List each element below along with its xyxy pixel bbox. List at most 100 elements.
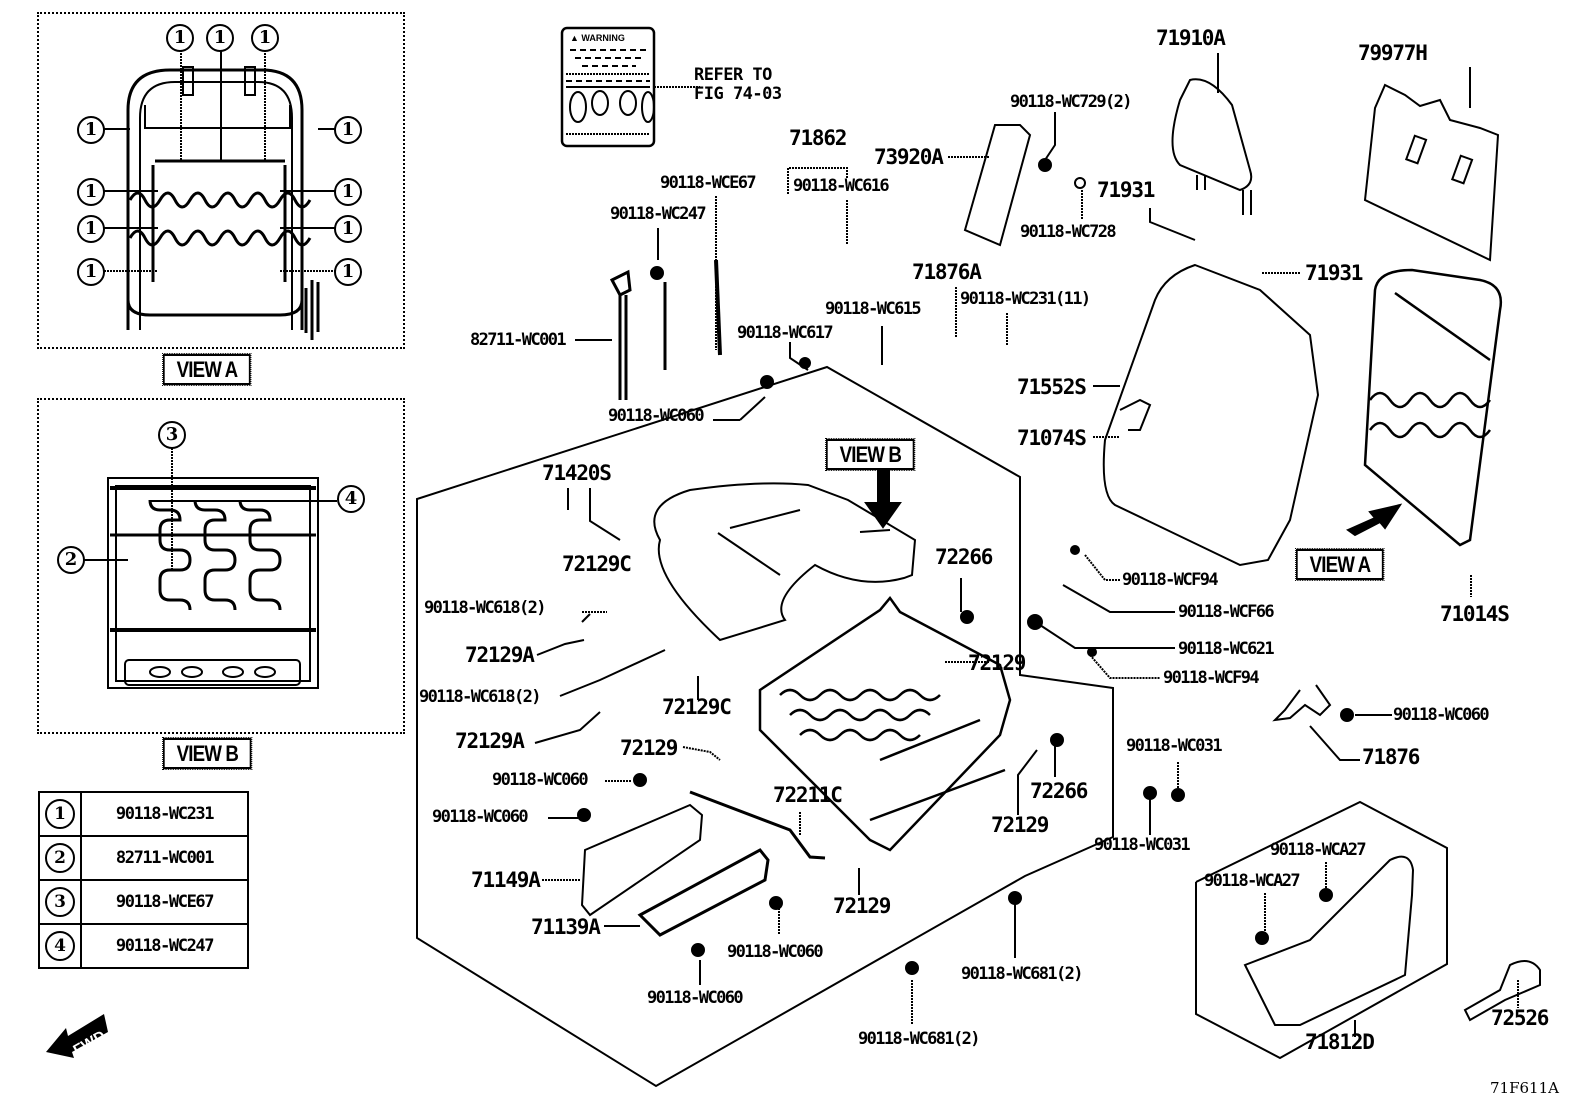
part-label-79977H[interactable]: 79977H (1358, 41, 1428, 65)
part-label-71420S[interactable]: 71420S (542, 461, 612, 485)
part-label-71149A[interactable]: 71149A (471, 868, 541, 892)
part-label-90118-WCF94[interactable]: 90118-WCF94 (1163, 668, 1260, 688)
view-b-cushion-frame-drawing (84, 445, 337, 689)
view-a-pointer-tag: VIEW A (1295, 548, 1385, 581)
part-label-90118-WC031[interactable]: 90118-WC031 (1126, 736, 1223, 756)
headrest-drawing (1171, 78, 1253, 192)
figure-id: 71F611A (1490, 1079, 1559, 1097)
part-label-72211C[interactable]: 72211C (773, 783, 843, 807)
view-b-callout-3[interactable]: 3 (158, 421, 186, 449)
part-label-72129[interactable]: 72129 (620, 736, 678, 760)
part-label-90118-WCF66[interactable]: 90118-WCF66 (1178, 602, 1275, 622)
view-a-callout[interactable]: 1 (206, 24, 234, 52)
refer-to-figure-note[interactable]: REFER TO FIG 74-03 (694, 66, 782, 104)
part-label-71014S[interactable]: 71014S (1440, 602, 1510, 626)
part-label-71876[interactable]: 71876 (1362, 745, 1420, 769)
part-label-71862[interactable]: 71862 (789, 126, 847, 150)
part-label-71552S[interactable]: 71552S (1017, 375, 1087, 399)
part-label-90118-WC060[interactable]: 90118-WC060 (608, 406, 705, 426)
view-b-callout-2[interactable]: 2 (57, 546, 85, 574)
part-label-90118-WC728[interactable]: 90118-WC728 (1020, 222, 1117, 242)
view-b-inset (37, 398, 405, 734)
part-label-90118-WC681-2[interactable]: 90118-WC681(2) (961, 964, 1083, 984)
part-label-72129C[interactable]: 72129C (562, 552, 632, 576)
part-label-71876A[interactable]: 71876A (912, 260, 982, 284)
view-b-title: VIEW B (162, 737, 253, 770)
seat-cushion-frame-drawing (758, 595, 1012, 852)
view-a-seatback-frame-drawing (104, 44, 342, 340)
part-label-90118-WC060[interactable]: 90118-WC060 (432, 807, 529, 827)
fwd-arrow-icon: FWD (44, 1010, 114, 1060)
view-a-callout[interactable]: 1 (251, 24, 279, 52)
part-label-90118-WC729-2[interactable]: 90118-WC729(2) (1010, 92, 1132, 112)
part-label-90118-WC615[interactable]: 90118-WC615 (825, 299, 922, 319)
view-a-title: VIEW A (162, 353, 252, 386)
part-label-90118-WC616[interactable]: 90118-WC616 (793, 176, 890, 196)
part-label-90118-WC060[interactable]: 90118-WC060 (1393, 705, 1490, 725)
part-label-72129A[interactable]: 72129A (465, 643, 535, 667)
legend-part-number[interactable]: 90118-WC231 (80, 791, 249, 837)
part-label-90118-WC618-2[interactable]: 90118-WC618(2) (424, 598, 546, 618)
part-label-72526[interactable]: 72526 (1491, 1006, 1549, 1030)
seat-cushion-pad-drawing (653, 482, 917, 642)
part-label-90118-WC060[interactable]: 90118-WC060 (647, 988, 744, 1008)
view-a-callout[interactable]: 1 (166, 24, 194, 52)
part-label-71812D[interactable]: 71812D (1305, 1030, 1375, 1054)
legend-number: 1 (45, 799, 75, 829)
part-label-90118-WCF94[interactable]: 90118-WCF94 (1122, 570, 1219, 590)
part-label-82711-WC001[interactable]: 82711-WC001 (470, 330, 567, 350)
view-a-callout[interactable]: 1 (334, 178, 362, 206)
view-a-callout[interactable]: 1 (334, 258, 362, 286)
part-label-71931[interactable]: 71931 (1305, 261, 1363, 285)
legend-part-number[interactable]: 90118-WCE67 (80, 879, 249, 925)
part-label-72129[interactable]: 72129 (991, 813, 1049, 837)
view-a-callout[interactable]: 1 (334, 215, 362, 243)
view-a-inset (37, 12, 405, 349)
part-label-72129[interactable]: 72129 (833, 894, 891, 918)
view-b-callout-4[interactable]: 4 (337, 485, 365, 513)
part-label-72266[interactable]: 72266 (935, 545, 993, 569)
recliner-knob-drawing (1463, 960, 1541, 1022)
view-a-arrow (1345, 503, 1403, 537)
part-label-72129[interactable]: 72129 (968, 651, 1026, 675)
part-label-90118-WC060[interactable]: 90118-WC060 (492, 770, 589, 790)
part-label-72266[interactable]: 72266 (1030, 779, 1088, 803)
warning-label-drawing (560, 26, 700, 148)
refer-line-2: FIG 74-03 (694, 84, 782, 104)
part-label-71139A[interactable]: 71139A (531, 915, 601, 939)
part-label-90118-WC617[interactable]: 90118-WC617 (737, 323, 834, 343)
part-label-90118-WCA27[interactable]: 90118-WCA27 (1204, 871, 1301, 891)
part-label-71074S[interactable]: 71074S (1017, 426, 1087, 450)
part-label-90118-WC618-2[interactable]: 90118-WC618(2) (419, 687, 541, 707)
view-a-callout[interactable]: 1 (77, 116, 105, 144)
part-label-90118-WCE67[interactable]: 90118-WCE67 (660, 173, 757, 193)
part-label-71931[interactable]: 71931 (1097, 178, 1155, 202)
fastener-markers (577, 158, 1354, 975)
part-label-71910A[interactable]: 71910A (1156, 26, 1226, 50)
part-label-72129A[interactable]: 72129A (455, 729, 525, 753)
side-shield-group-outline (1195, 800, 1448, 1060)
view-a-callout[interactable]: 1 (77, 258, 105, 286)
part-label-90118-WC060[interactable]: 90118-WC060 (727, 942, 824, 962)
part-label-90118-WCA27[interactable]: 90118-WCA27 (1270, 840, 1367, 860)
view-b-pointer-tag: VIEW B (825, 438, 916, 471)
seatback-frame-drawing (1363, 268, 1503, 547)
view-a-callout[interactable]: 1 (77, 178, 105, 206)
part-label-90118-WC621[interactable]: 90118-WC621 (1178, 639, 1275, 659)
refer-line-1: REFER TO (694, 65, 772, 85)
warning-text: WARNING (581, 33, 625, 43)
part-label-90118-WC231-11[interactable]: 90118-WC231(11) (960, 289, 1091, 309)
view-a-callout[interactable]: 1 (77, 215, 105, 243)
part-label-90118-WC681-2[interactable]: 90118-WC681(2) (858, 1029, 980, 1049)
view-a-callout[interactable]: 1 (334, 116, 362, 144)
legend-part-number[interactable]: 90118-WC247 (80, 923, 249, 969)
backrest-cover-drawing (1363, 83, 1500, 262)
part-label-73920A[interactable]: 73920A (874, 145, 944, 169)
part-label-90118-WC031[interactable]: 90118-WC031 (1094, 835, 1191, 855)
part-label-72129C[interactable]: 72129C (662, 695, 732, 719)
part-label-90118-WC247[interactable]: 90118-WC247 (610, 204, 707, 224)
legend-part-number[interactable]: 82711-WC001 (80, 835, 249, 881)
